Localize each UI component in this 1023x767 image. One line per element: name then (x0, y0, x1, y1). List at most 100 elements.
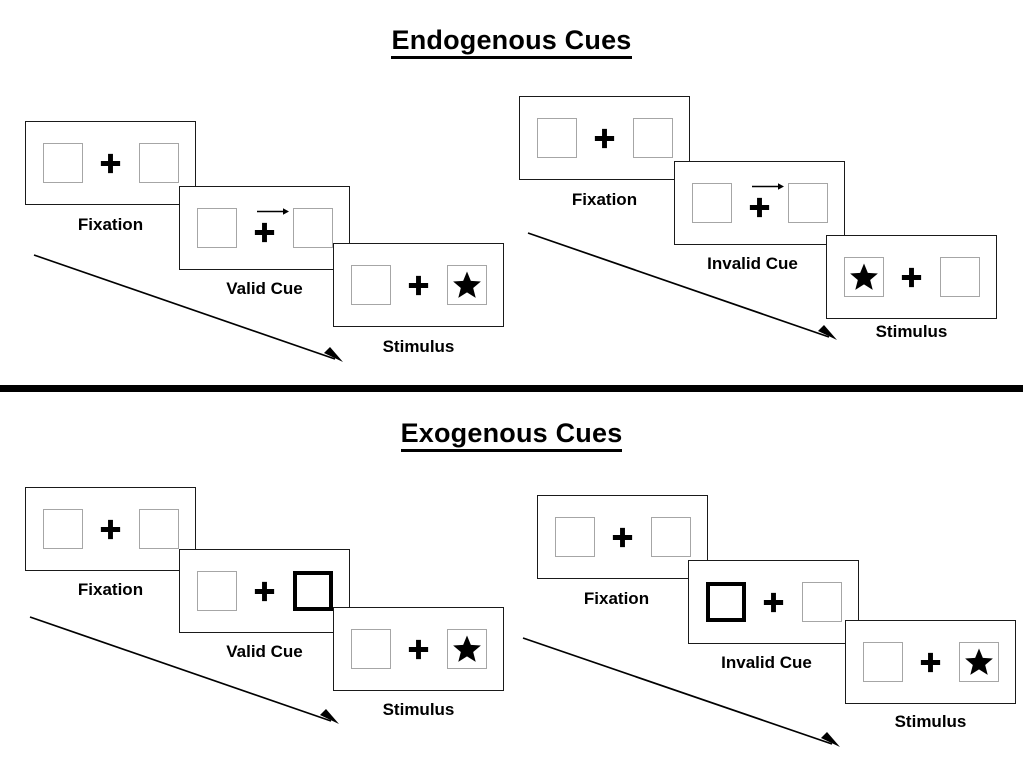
fixation-cross-icon (100, 519, 121, 539)
panel-label-text: Fixation (583, 589, 650, 608)
panel-label-fixation: Fixation (531, 589, 702, 609)
fixation-cross-wrap (404, 627, 434, 671)
panel-label-valid-cue: Valid Cue (179, 279, 350, 299)
stim-box-right (787, 183, 828, 223)
panel-label-text: Invalid Cue (707, 254, 798, 273)
fixation-cross-icon (408, 639, 429, 659)
panel-label-text: Stimulus (382, 337, 455, 356)
panel-label-text: Fixation (77, 215, 144, 234)
display-content (42, 141, 179, 185)
display-content (196, 569, 333, 613)
fixation-cross-wrap (250, 569, 280, 613)
fixation-cross-wrap (96, 141, 126, 185)
panel-label-stimulus: Stimulus (826, 322, 997, 342)
stim-box-right (632, 118, 673, 158)
stim-box-left (42, 509, 83, 549)
display-content (691, 181, 828, 225)
panel-label-text: Fixation (571, 190, 638, 209)
fixation-cross-icon (254, 581, 275, 601)
stim-box-left (196, 208, 237, 248)
panel-endogenous-invalid-fixation (519, 96, 690, 180)
stim-box-left (536, 118, 577, 158)
panel-label-text: Valid Cue (226, 642, 303, 661)
panel-label-text: Valid Cue (226, 279, 303, 298)
panel-exogenous-invalid-fixation (537, 495, 708, 579)
display-content (350, 263, 487, 307)
display-content (843, 255, 980, 299)
panel-label-stimulus: Stimulus (845, 712, 1016, 732)
fixation-cross-wrap (590, 116, 620, 160)
fixation-cross-icon (254, 222, 275, 243)
fixation-cross-wrap (608, 515, 638, 559)
fixation-cross-wrap (96, 507, 126, 551)
stim-box-left (196, 571, 237, 611)
panel-exogenous-valid-stimulus (333, 607, 504, 691)
fixation-cross-icon (612, 527, 633, 547)
fixation-cross-icon (920, 652, 941, 672)
panel-endogenous-valid-stimulus (333, 243, 504, 327)
section-title-exogenous: Exogenous Cues (0, 418, 1023, 452)
panel-label-text: Stimulus (382, 700, 455, 719)
panel-endogenous-valid-cue (179, 186, 350, 270)
panel-exogenous-valid-fixation (25, 487, 196, 571)
stim-box-right (446, 629, 487, 669)
stim-box-right (650, 517, 691, 557)
panel-label-fixation: Fixation (25, 580, 196, 600)
panel-label-fixation: Fixation (25, 215, 196, 235)
fixation-cross-wrap (897, 255, 927, 299)
stim-box-left (862, 642, 903, 682)
display-content (554, 515, 691, 559)
stim-box-right (939, 257, 980, 297)
display-content (705, 580, 842, 624)
panel-label-text: Stimulus (875, 322, 948, 341)
panel-label-fixation: Fixation (519, 190, 690, 210)
panel-exogenous-invalid-cue (688, 560, 859, 644)
panel-exogenous-invalid-stimulus (845, 620, 1016, 704)
display-content (42, 507, 179, 551)
fixation-cross-wrap (759, 580, 789, 624)
stim-box-left (843, 257, 884, 297)
display-content (350, 627, 487, 671)
fixation-cross-icon (749, 197, 770, 218)
panel-label-text: Stimulus (894, 712, 967, 731)
panel-label-invalid-cue: Invalid Cue (667, 254, 838, 274)
stim-box-right-cued (292, 571, 333, 611)
fixation-cross-icon (594, 128, 615, 148)
panel-label-stimulus: Stimulus (333, 337, 504, 357)
panel-label-stimulus: Stimulus (333, 700, 504, 720)
target-star-icon (964, 648, 993, 675)
display-content (862, 640, 999, 684)
section-title-exogenous-text: Exogenous Cues (400, 418, 623, 452)
stim-box-right (292, 208, 333, 248)
fixation-cross-icon (901, 267, 922, 287)
stim-box-left (42, 143, 83, 183)
fixation-cross-icon (763, 592, 784, 612)
exogenous-right-timeline-arrow (522, 637, 840, 747)
panel-label-text: Invalid Cue (721, 653, 812, 672)
fixation-cross-wrap (745, 181, 784, 225)
stim-box-left (554, 517, 595, 557)
display-content (196, 206, 333, 250)
fixation-cross-wrap (404, 263, 434, 307)
target-star-icon (849, 263, 878, 290)
display-content (536, 116, 673, 160)
section-divider (0, 385, 1023, 392)
panel-endogenous-invalid-stimulus (826, 235, 997, 319)
stim-box-right (138, 509, 179, 549)
target-star-icon (452, 271, 481, 298)
panel-exogenous-valid-cue (179, 549, 350, 633)
fixation-cross-wrap (916, 640, 946, 684)
arrow-right-cue-icon (751, 183, 784, 190)
fixation-cross-icon (408, 275, 429, 295)
arrow-right-cue-icon (256, 208, 289, 215)
section-title-endogenous-text: Endogenous Cues (391, 25, 632, 59)
panel-label-text: Fixation (77, 580, 144, 599)
section-title-endogenous: Endogenous Cues (0, 25, 1023, 59)
stim-box-right (958, 642, 999, 682)
target-star-icon (452, 635, 481, 662)
fixation-cross-wrap (250, 206, 289, 250)
panel-endogenous-invalid-cue (674, 161, 845, 245)
stim-box-right (801, 582, 842, 622)
stim-box-right (138, 143, 179, 183)
fixation-cross-icon (100, 153, 121, 173)
